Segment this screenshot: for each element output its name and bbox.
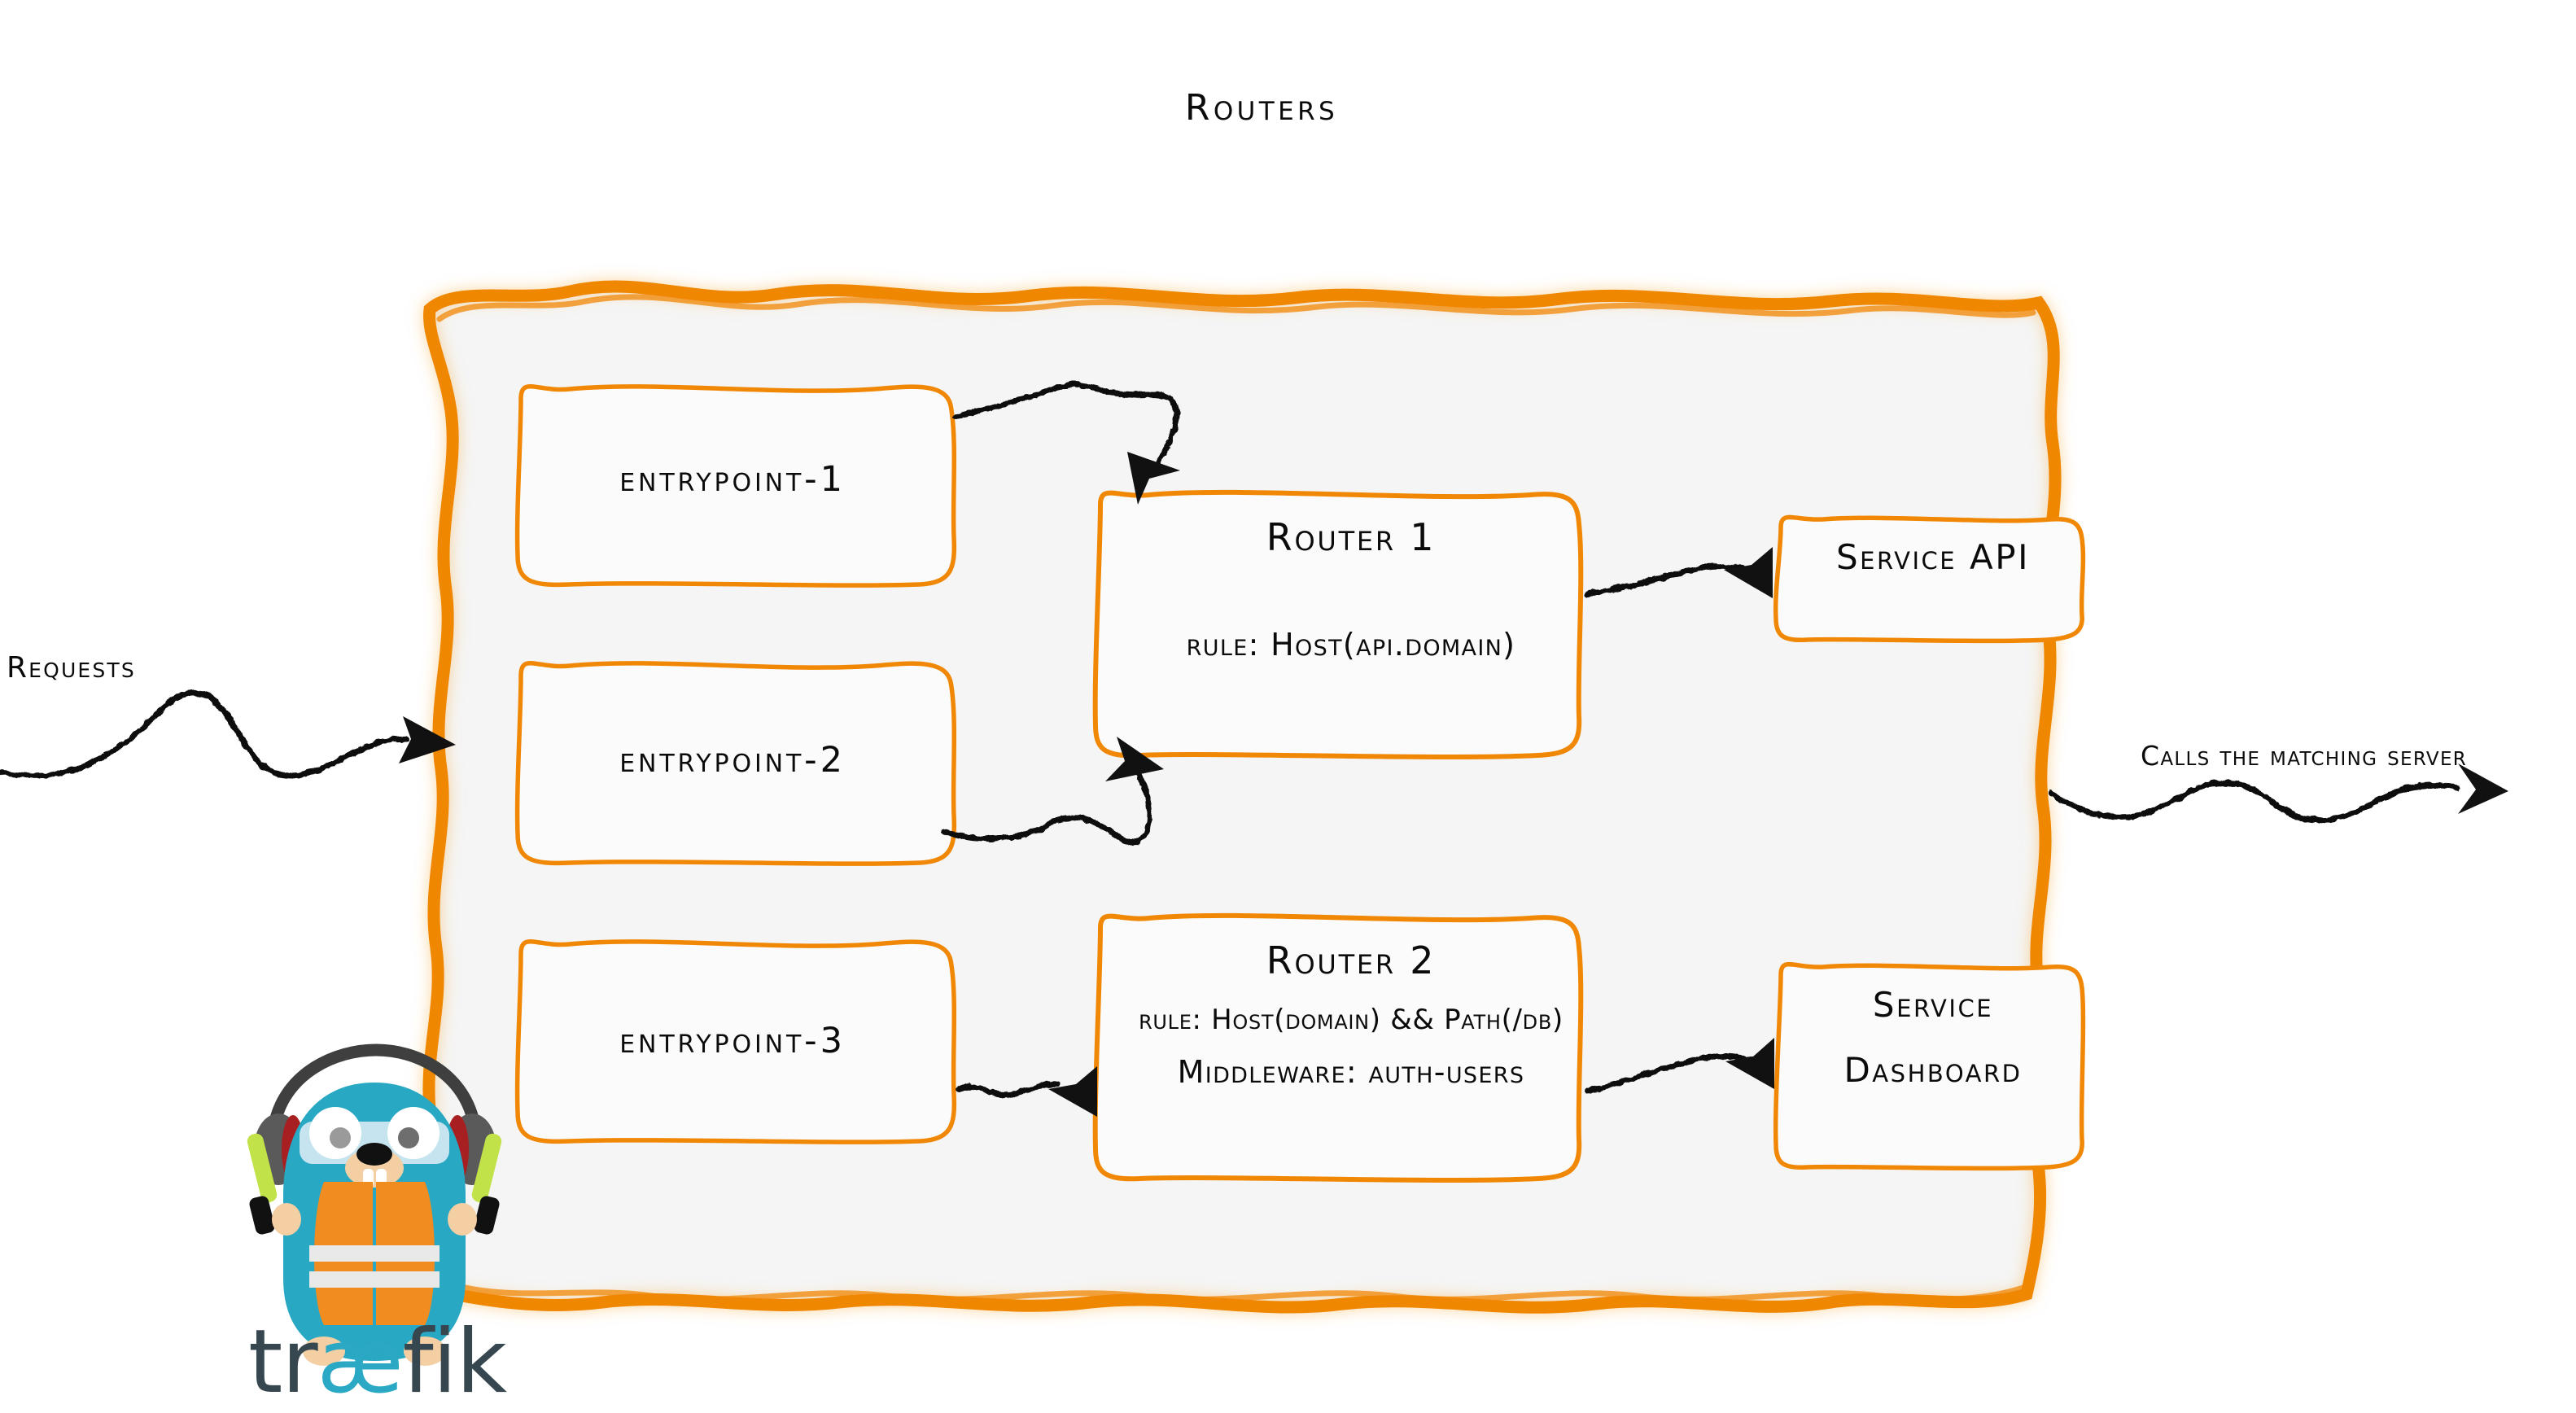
arrow-ep2-to-router1 bbox=[941, 754, 1152, 846]
arrowhead-requests bbox=[399, 716, 456, 763]
service-dashboard-line-2: Dashboard bbox=[1843, 1050, 2023, 1090]
gopher-foot-left bbox=[303, 1336, 345, 1366]
router-2-title: Router 2 bbox=[1266, 938, 1437, 982]
arrow-requests-to-panel bbox=[0, 689, 410, 779]
traefik-wordmark-part2: fik bbox=[402, 1311, 507, 1413]
entrypoint-3-label: entrypoint-3 bbox=[619, 1021, 846, 1062]
arrowhead-ep3-router2 bbox=[1048, 1066, 1097, 1117]
arrow-ep1-to-router1 bbox=[953, 382, 1180, 467]
router-1-title: Router 1 bbox=[1266, 514, 1437, 559]
router-1-rule: rule: Host(api.domain) bbox=[1186, 627, 1516, 663]
gopher-baton-left bbox=[247, 1133, 278, 1235]
routers-panel-border-sketch bbox=[436, 294, 2036, 322]
gopher-vest-stripe-2 bbox=[309, 1271, 440, 1288]
entrypoint-1-label: entrypoint-1 bbox=[619, 459, 846, 501]
service-api-box[interactable] bbox=[1773, 514, 2086, 644]
arrowhead-ep1-router1 bbox=[1127, 452, 1180, 505]
arrowheads bbox=[399, 452, 2508, 1117]
gopher-nose bbox=[356, 1143, 392, 1166]
arrowhead-router2-dashboard bbox=[1725, 1038, 1774, 1089]
gopher-headphone-band bbox=[269, 1043, 480, 1128]
service-dashboard-label: Service Dashboard bbox=[1758, 981, 2108, 1095]
entrypoint-1-box[interactable] bbox=[514, 384, 957, 588]
entrypoint-2-label: entrypoint-2 bbox=[619, 740, 846, 781]
routers-panel-border-sketch-bottom bbox=[449, 1281, 2027, 1302]
traefik-gopher-logo bbox=[247, 1043, 502, 1366]
gopher-pupil-left bbox=[330, 1127, 351, 1148]
router-1-box[interactable] bbox=[1092, 489, 1584, 759]
page-title: Routers bbox=[1184, 86, 1339, 129]
traefik-wordmark-ligature: æ bbox=[317, 1311, 404, 1413]
entrypoint-2-box[interactable] bbox=[514, 661, 957, 866]
arrow-ep3-to-router2 bbox=[956, 1081, 1061, 1098]
gopher-foot-right bbox=[404, 1336, 446, 1366]
router-2-rule: rule: Host(domain) && Path(/db) bbox=[1139, 1004, 1564, 1037]
connector-arrows bbox=[0, 382, 2461, 1098]
router-2-box[interactable] bbox=[1092, 912, 1584, 1183]
gopher-baton-right bbox=[471, 1133, 502, 1235]
arrowhead-ep2-router1 bbox=[1105, 737, 1164, 781]
gopher-pupil-right bbox=[398, 1127, 419, 1148]
arrow-panel-to-calls bbox=[2048, 780, 2461, 824]
requests-label: Requests bbox=[7, 651, 136, 685]
service-dashboard-box[interactable] bbox=[1773, 961, 2086, 1171]
gopher-paw-left bbox=[272, 1203, 301, 1236]
service-dashboard-line-1: Service bbox=[1872, 984, 1994, 1025]
service-api-label: Service API bbox=[1835, 536, 2031, 577]
router-2-middleware: Middleware: auth-users bbox=[1177, 1054, 1525, 1091]
arrowhead-router1-serviceapi bbox=[1724, 547, 1773, 598]
gopher-paw-right bbox=[448, 1203, 477, 1236]
traefik-wordmark: træfik bbox=[248, 1319, 517, 1408]
gopher-vest-stripe-1 bbox=[309, 1245, 440, 1262]
entrypoint-3-box[interactable] bbox=[514, 939, 957, 1144]
arrowhead-calls bbox=[2458, 763, 2508, 814]
traefik-wordmark-part1: tr bbox=[248, 1311, 318, 1413]
calls-matching-server-label: Calls the matching server bbox=[2141, 740, 2468, 772]
